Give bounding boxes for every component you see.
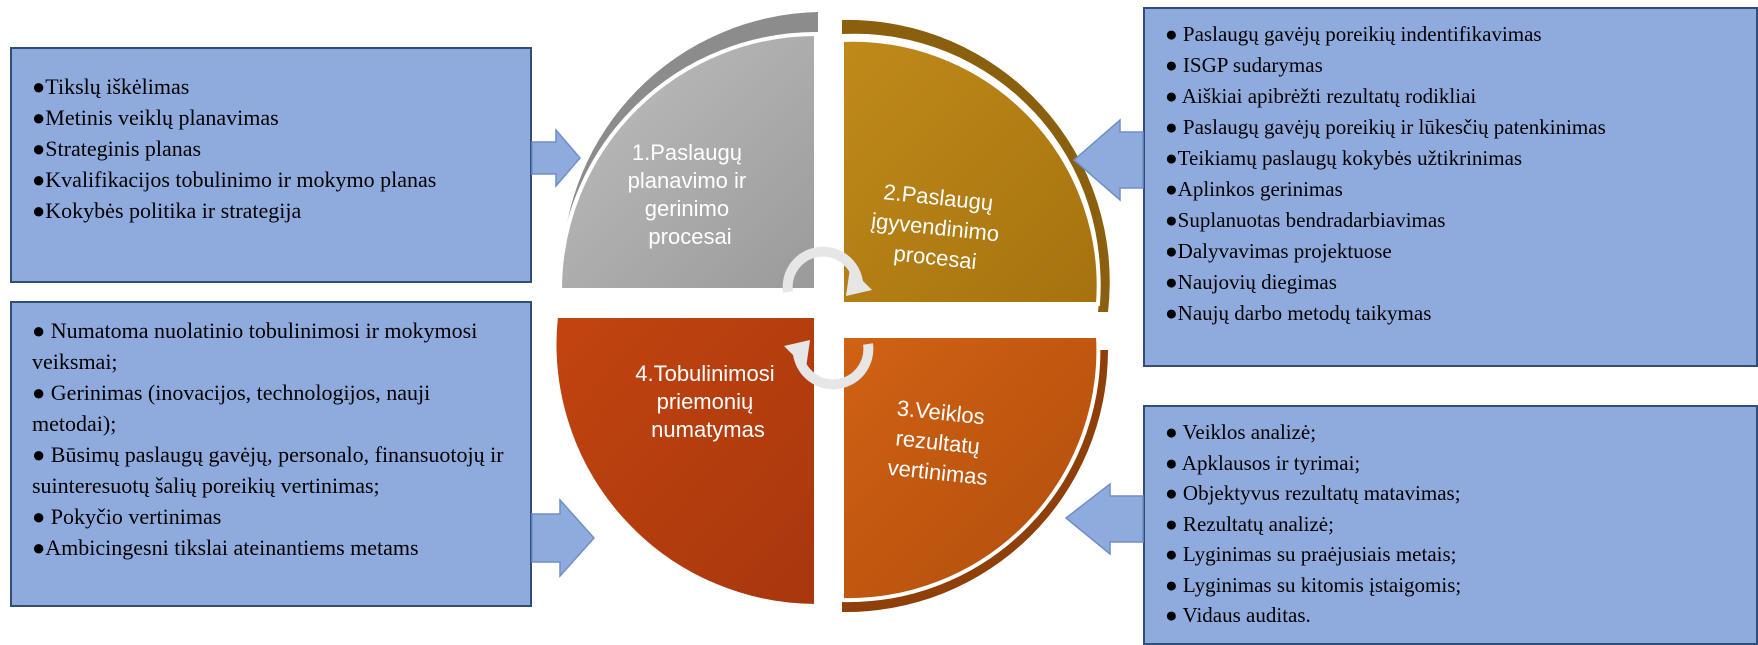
list-item: ●Ambicingesni tikslai ateinantiems metam… (32, 535, 419, 560)
list-item: ● Aiškiai apibrėžti rezultatų rodikliai (1165, 84, 1477, 108)
quadrant-1-rim (560, 12, 818, 278)
list-item: ● Rezultatų analizė; (1165, 511, 1334, 536)
quadrant-implementation (840, 37, 1101, 306)
label-line: numatymas (651, 417, 765, 442)
list-item: ●Teikiamų paslaugų kokybės užtikrinimas (1165, 146, 1523, 170)
list-item: ● Būsimų paslaugų gavėjų, personalo, fin… (32, 442, 504, 498)
list-item: ● Lyginimas su kitomis įstaigomis; (1165, 572, 1462, 597)
list-item: ●Metinis veiklų planavimas (32, 105, 279, 130)
list-item: ●Kokybės politika ir strategija (32, 198, 302, 223)
list-item: ●Tikslų iškėlimas (32, 74, 190, 99)
list-item: ● Vidaus auditas. (1165, 603, 1311, 627)
list-item: ● Apklausos ir tyrimai; (1165, 450, 1361, 475)
label-line: gerinimo (645, 196, 729, 221)
label-line: priemonių (657, 389, 754, 414)
planning-list: ●Tikslų iškėlimas ●Metinis veiklų planav… (32, 71, 516, 226)
quadrant-planning (557, 31, 818, 292)
label-line: procesai (648, 224, 731, 249)
arrow-left-icon (1072, 118, 1144, 202)
list-item: ●Strateginis planas (32, 136, 202, 161)
list-item: ● Numatoma nuolatinio tobulinimosi ir mo… (32, 318, 478, 374)
evaluation-list: ● Veiklos analizė; ● Apklausos ir tyrima… (1165, 417, 1742, 631)
planning-description-box: ●Tikslų iškėlimas ●Metinis veiklų planav… (10, 47, 532, 283)
list-item: ●Suplanuotas bendradarbiavimas (1165, 208, 1446, 232)
list-item: ● ISGP sudarymas (1165, 53, 1323, 77)
list-item: ● Paslaugų gavėjų poreikių ir lūkesčių p… (1165, 115, 1606, 139)
arrow-left-icon (1064, 482, 1144, 556)
arrow-right-icon (531, 498, 596, 578)
list-item: ● Objektyvus rezultatų matavimas; (1165, 481, 1461, 505)
arrow-right-icon (531, 127, 581, 189)
list-item: ●Aplinkos gerinimas (1165, 177, 1343, 201)
list-item: ●Naujų darbo metodų taikymas (1165, 301, 1432, 325)
label-line: 1.Paslaugų (632, 140, 742, 165)
list-item: ● Gerinimas (inovacijos, technologijos, … (32, 380, 431, 436)
improvement-description-box: ● Numatoma nuolatinio tobulinimosi ir mo… (10, 301, 532, 607)
list-item: ● Lyginimas su praėjusiais metais; (1165, 542, 1457, 566)
label-line: planavimo ir (628, 168, 747, 193)
quadrant-evaluation-label: 3.Veiklos rezultatų vertinimas (886, 395, 995, 490)
cycle-arrows-icon (782, 246, 874, 390)
implementation-list: ● Paslaugų gavėjų poreikių indentifikavi… (1165, 19, 1742, 329)
list-item: ●Dalyvavimas projektuose (1165, 239, 1392, 263)
evaluation-description-box: ● Veiklos analizė; ● Apklausos ir tyrima… (1143, 405, 1758, 645)
label-line: 4.Tobulinimosi (635, 361, 774, 386)
improvement-list: ● Numatoma nuolatinio tobulinimosi ir mo… (32, 315, 516, 563)
list-item: ●Kvalifikacijos tobulinimo ir mokymo pla… (32, 167, 437, 192)
list-item: ●Naujovių diegimas (1165, 270, 1337, 294)
list-item: ● Pokyčio vertinimas (32, 504, 222, 529)
implementation-description-box: ● Paslaugų gavėjų poreikių indentifikavi… (1143, 7, 1758, 367)
quadrant-improvement (552, 314, 818, 609)
quadrant-improvement-label: 4.Tobulinimosi priemonių numatymas (635, 361, 781, 442)
list-item: ● Veiklos analizė; (1165, 420, 1317, 444)
quadrant-evaluation (840, 334, 1101, 603)
quadrant-planning-label: 1.Paslaugų planavimo ir gerinimo procesa… (628, 140, 753, 249)
list-item: ● Paslaugų gavėjų poreikių indentifikavi… (1165, 22, 1542, 46)
